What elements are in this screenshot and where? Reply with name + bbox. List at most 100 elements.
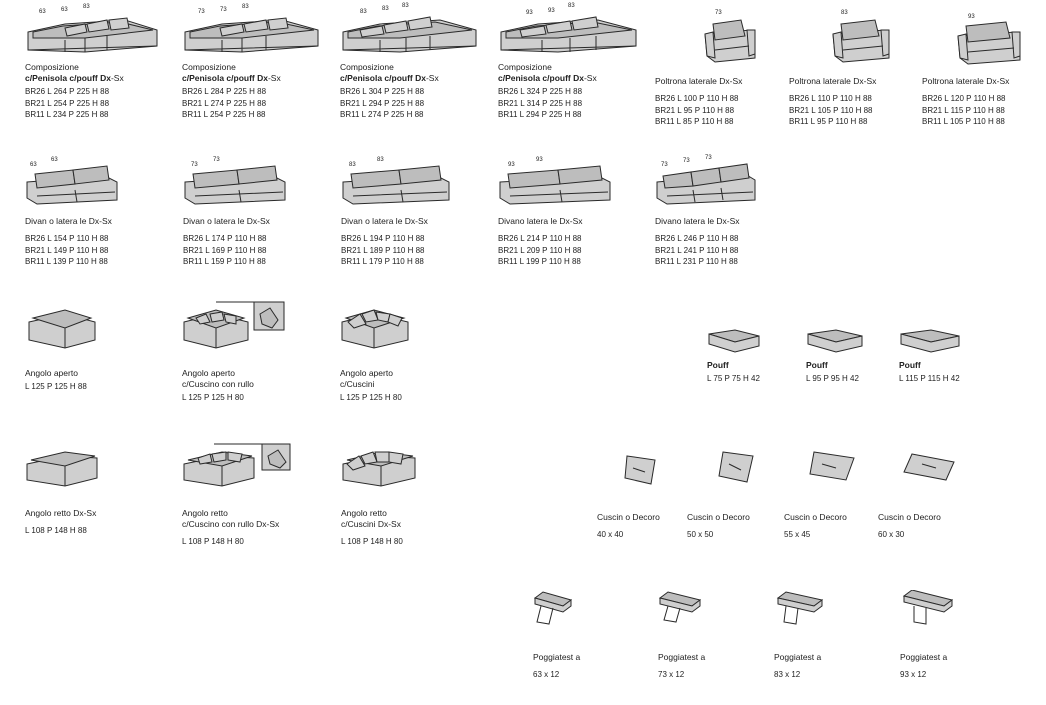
sofa-item: 63 63 Divan o latera le Dx-Sx BR26 L 154…	[25, 150, 165, 268]
pouff-specs: L 95 P 95 H 42	[806, 374, 859, 383]
composition-label: Composizione c/Penisola c/pouff Dx-Sx	[340, 62, 439, 83]
pouff-item: Pouff L 115 P 115 H 42	[899, 326, 965, 385]
armchair-label: Poltrona laterale Dx-Sx	[922, 76, 1010, 86]
open-corner-icon	[183, 301, 285, 349]
armchair-label: Poltrona laterale Dx-Sx	[655, 76, 743, 86]
sofa-label: Divan o latera le Dx-Sx	[25, 216, 112, 226]
sofa-icon: 93 93	[499, 157, 611, 205]
pouff-item: Pouff L 75 P 75 H 42	[707, 326, 767, 385]
svg-text:73: 73	[213, 157, 220, 163]
cushion-item: Cuscin o Decoro 55 x 45	[784, 450, 864, 541]
sectional-sofa-icon: 83 83 83	[342, 3, 477, 53]
svg-text:73: 73	[705, 155, 712, 161]
sofa-label: Divan o latera le Dx-Sx	[341, 216, 428, 226]
svg-text:83: 83	[402, 3, 409, 9]
svg-text:83: 83	[83, 4, 90, 10]
sofa-icon: 73 73 73	[656, 155, 756, 205]
svg-text:63: 63	[39, 9, 46, 15]
armchair-icon: 73	[704, 10, 756, 63]
svg-text:73: 73	[683, 158, 690, 164]
right-corner-icon	[26, 451, 98, 487]
svg-text:63: 63	[30, 162, 37, 168]
svg-text:93: 93	[968, 14, 975, 20]
armchair-label: Poltrona laterale Dx-Sx	[789, 76, 877, 86]
headrest-label: Poggiatest a	[658, 652, 706, 662]
composition-label: Composizione c/Penisola c/pouff Dx-Sx	[498, 62, 597, 83]
pouff-label: Pouff	[899, 360, 921, 370]
svg-text:93: 93	[536, 157, 543, 163]
headrest-label: Poggiatest a	[900, 652, 948, 662]
svg-text:93: 93	[508, 162, 515, 168]
sofa-icon: 63 63	[26, 157, 118, 205]
open-corner-specs: L 125 P 125 H 80	[182, 393, 244, 402]
open-corner-icon	[341, 309, 409, 349]
headrest-item: Poggiatest a 93 x 12	[900, 590, 980, 681]
cushion-item: Cuscin o Decoro 50 x 50	[687, 450, 767, 541]
composition-item: 83 83 83 Composizione c/Penisola c/pouff…	[340, 2, 480, 121]
svg-text:83: 83	[242, 4, 249, 10]
open-corner-label: Angolo aperto	[25, 368, 78, 378]
cushion-icon	[624, 455, 656, 485]
right-corner-specs: L 108 P 148 H 80	[182, 537, 244, 546]
svg-text:73: 73	[715, 10, 722, 16]
headrest-specs: 63 x 12	[533, 670, 560, 679]
open-corner-icon	[28, 309, 96, 349]
cushion-label: Cuscin o Decoro	[597, 512, 660, 522]
pouff-specs: L 75 P 75 H 42	[707, 374, 760, 383]
pouff-label: Pouff	[707, 360, 729, 370]
pouff-specs: L 115 P 115 H 42	[899, 374, 960, 383]
sofa-label: Divano latera le Dx-Sx	[498, 216, 583, 226]
right-corner-icon	[183, 443, 291, 487]
open-corner-specs: L 125 P 125 H 80	[340, 393, 402, 402]
right-corner-item: Angolo retto Dx-Sx L 108 P 148 H 88	[25, 440, 175, 537]
composition-item: 93 93 83 Composizione c/Penisola c/pouff…	[498, 2, 638, 121]
right-corner-icon	[342, 451, 416, 487]
open-corner-item: Angolo aperto L 125 P 125 H 88	[25, 300, 165, 393]
svg-text:93: 93	[526, 10, 533, 16]
sofa-item: 73 73 Divan o latera le Dx-Sx BR26 L 174…	[183, 150, 323, 268]
headrest-icon	[533, 591, 573, 625]
armchair-item: 73 Poltrona laterale Dx-Sx BR26 L 100 P …	[655, 8, 765, 128]
pouff-icon	[807, 329, 863, 353]
svg-text:63: 63	[51, 157, 58, 163]
armchair-item: 93 Poltrona laterale Dx-Sx BR26 L 120 P …	[922, 8, 1032, 128]
svg-text:93: 93	[548, 8, 555, 14]
headrest-specs: 73 x 12	[658, 670, 685, 679]
cushion-label: Cuscin o Decoro	[878, 512, 941, 522]
armchair-icon: 83	[832, 10, 890, 63]
cushion-label: Cuscin o Decoro	[784, 512, 847, 522]
sofa-item: 83 83 Divan o latera le Dx-Sx BR26 L 194…	[341, 150, 481, 268]
cushion-item: Cuscin o Decoro 40 x 40	[597, 450, 677, 541]
headrest-icon	[902, 590, 954, 625]
sofa-icon: 83 83	[342, 157, 450, 205]
headrest-item: Poggiatest a 73 x 12	[658, 590, 738, 681]
headrest-specs: 93 x 12	[900, 670, 927, 679]
cushion-specs: 60 x 30	[878, 530, 905, 539]
svg-text:83: 83	[360, 9, 367, 15]
headrest-specs: 83 x 12	[774, 670, 801, 679]
svg-text:73: 73	[191, 162, 198, 168]
svg-text:73: 73	[220, 7, 227, 13]
svg-text:73: 73	[198, 9, 205, 15]
armchair-icon: 93	[957, 14, 1021, 65]
right-corner-label: Angolo retto Dx-Sx	[25, 508, 97, 518]
headrest-icon	[658, 591, 702, 623]
pouff-icon	[900, 329, 960, 353]
pouff-icon	[708, 329, 760, 353]
composition-item: 73 73 83 Composizione c/Penisola c/pouff…	[182, 2, 322, 121]
headrest-label: Poggiatest a	[533, 652, 581, 662]
